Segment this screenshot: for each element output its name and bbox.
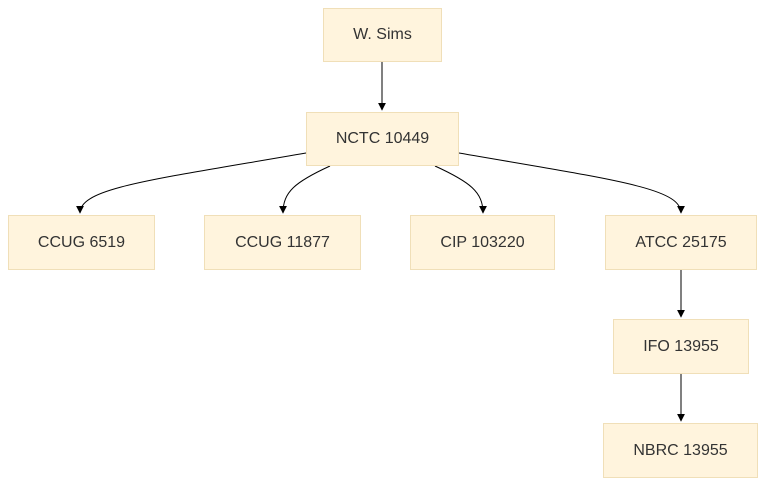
node-label: CIP 103220 [440, 233, 525, 251]
node-label: NCTC 10449 [335, 130, 430, 147]
node-nbrc-13955: NBRC 13955 [603, 423, 758, 478]
node-label: W. Sims [353, 26, 412, 43]
node-ifo-13955: IFO 13955 [613, 319, 749, 374]
node-ccug-6519: CCUG 6519 [8, 215, 155, 270]
edge-nctc-cip103220 [434, 165, 487, 214]
edge-nctc-ccug6519 [76, 152, 307, 214]
node-label: IFO 13955 [643, 337, 719, 355]
node-atcc-25175: ATCC 25175 [605, 215, 757, 270]
node-label: ATCC 25175 [635, 233, 727, 251]
node-w-sims: W. Sims [323, 8, 442, 62]
node-cip-103220: CIP 103220 [410, 215, 555, 270]
node-label: NBRC 13955 [633, 441, 728, 459]
node-label: CCUG 11877 [235, 233, 330, 251]
edge-nctc-ccug11877 [279, 165, 331, 214]
node-label: CCUG 6519 [37, 233, 126, 251]
node-nctc-10449: NCTC 10449 [306, 112, 459, 166]
edge-nctc-atcc25175 [458, 152, 685, 214]
node-ccug-11877: CCUG 11877 [204, 215, 361, 270]
